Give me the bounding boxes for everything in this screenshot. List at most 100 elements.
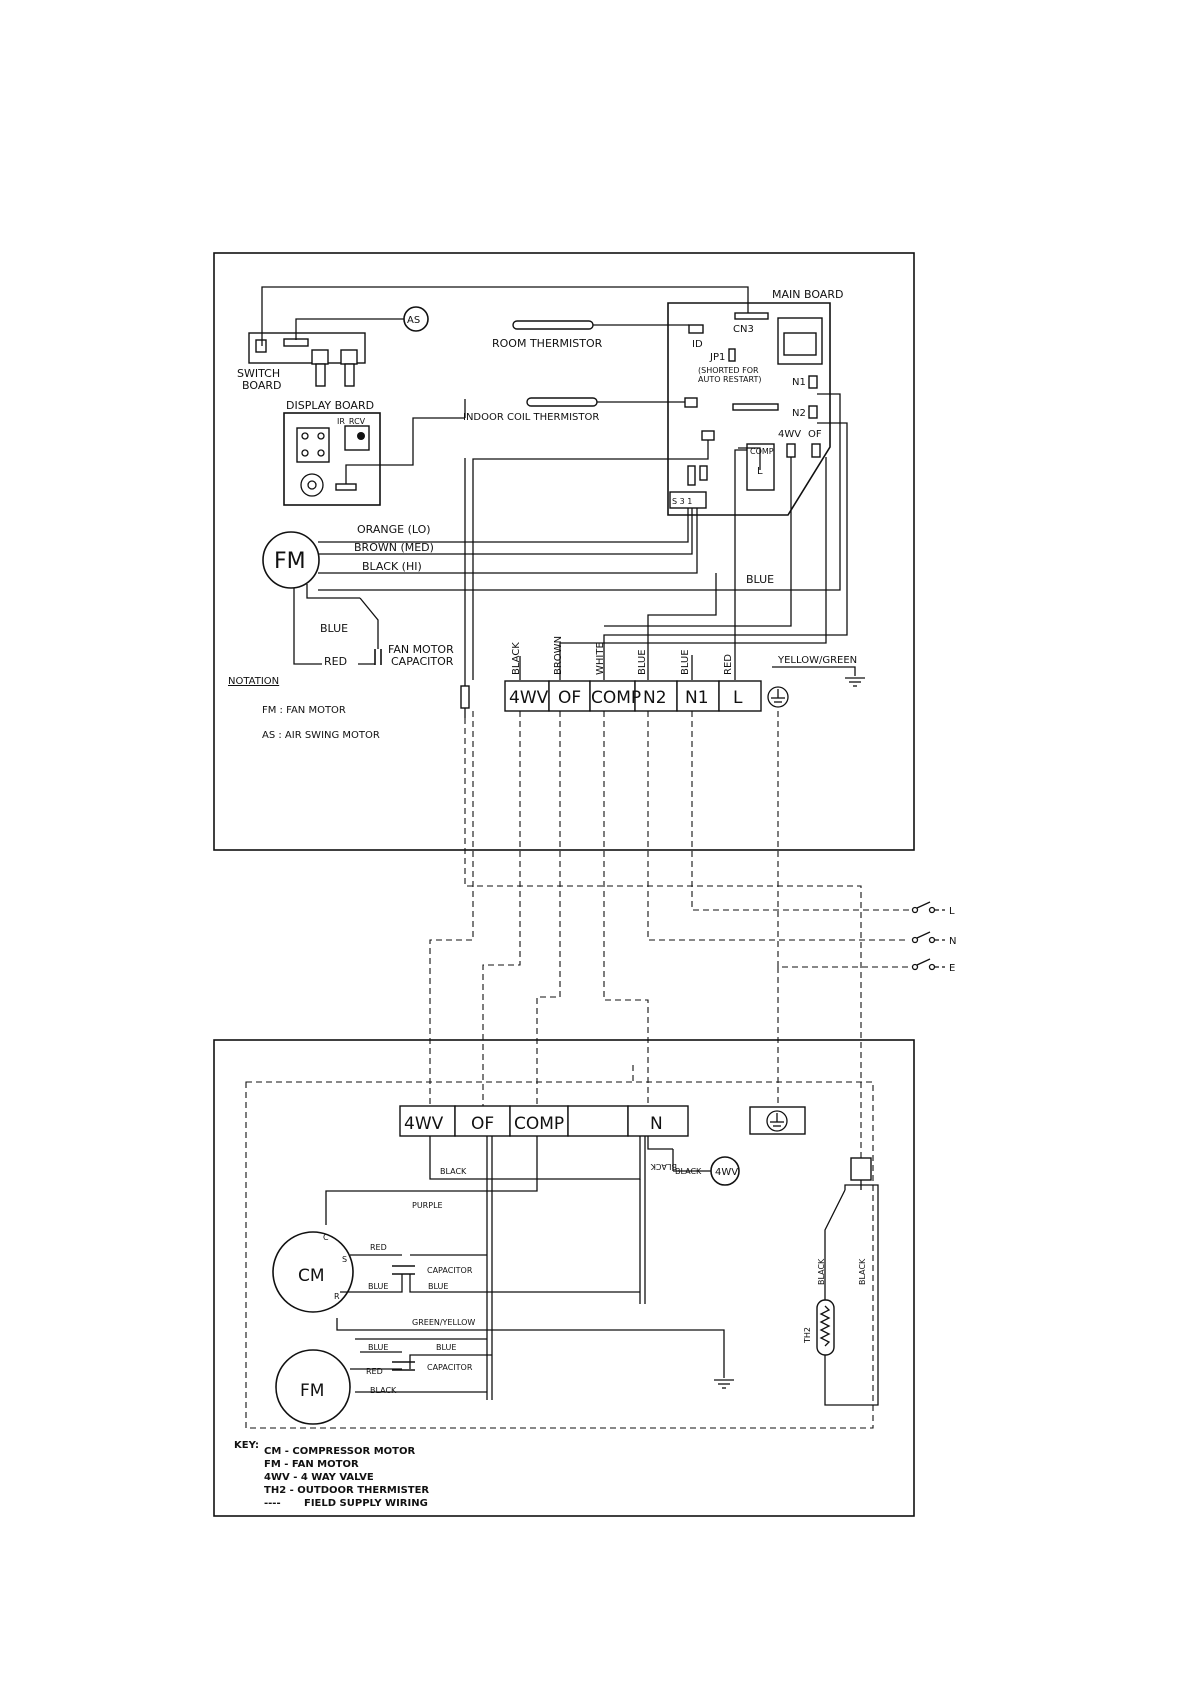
wire-label-black: BLACK	[511, 642, 522, 675]
switch-1	[311, 349, 329, 365]
th2-plug	[850, 1157, 872, 1181]
room-thermistor-label: ROOM THERMISTOR	[492, 337, 603, 350]
outdoor-fan-motor	[275, 1349, 351, 1425]
notation-fm: FM : FAN MOTOR	[262, 705, 346, 716]
n1-connector	[808, 375, 818, 389]
display-buzzer-center	[307, 480, 317, 490]
ir-receiver	[344, 425, 370, 451]
th2-black-label-2: BLACK	[858, 1258, 867, 1285]
cm-capacitor-label: CAPACITOR	[427, 1266, 473, 1275]
wire-label-white: WHITE	[595, 642, 606, 675]
display-board-label: DISPLAY BOARD	[286, 399, 374, 412]
field-supply-wiring	[429, 711, 909, 1158]
outdoor-terminal-4wv: 4WV	[404, 1114, 444, 1134]
four-way-valve-label: 4WV	[715, 1167, 738, 1178]
supply-switches	[911, 901, 945, 971]
main-board	[667, 302, 831, 516]
cm-c: C	[323, 1233, 329, 1242]
as-label: AS	[407, 315, 420, 326]
key-item-4: TH2 - OUTDOOR THERMISTER	[264, 1485, 429, 1496]
th2-element	[819, 1305, 831, 1347]
fm-red-label: RED	[366, 1367, 383, 1376]
black-hi-label: BLACK (HI)	[362, 560, 422, 573]
cm-r: R	[334, 1292, 340, 1301]
th2-label: TH2	[803, 1327, 812, 1344]
jp1-note-1: (SHORTED FOR	[698, 366, 759, 375]
display-buzzer	[300, 473, 324, 497]
outdoor-thermistor-probe	[460, 685, 470, 709]
board-relay-inner	[783, 332, 817, 356]
key-item-2: FM - FAN MOTOR	[264, 1459, 359, 1470]
th2-black-label-1: BLACK	[817, 1258, 826, 1285]
indoor-earth-terminal	[767, 686, 789, 708]
switch-2-base	[344, 363, 355, 387]
wire-label-blue-1: BLUE	[637, 649, 648, 675]
supply-l: L	[949, 906, 955, 917]
cm-label: CM	[298, 1266, 325, 1286]
led-3	[301, 449, 309, 457]
n1-label: N1	[792, 377, 806, 388]
jp1-jumper	[728, 348, 736, 362]
board-part	[701, 430, 715, 441]
of-label: OF	[808, 429, 822, 440]
n2-connector	[808, 405, 818, 419]
switch-1-base	[315, 363, 326, 387]
four-wv-label: 4WV	[778, 429, 801, 440]
board-cap-2	[699, 465, 708, 481]
of-connector	[811, 443, 821, 458]
coil-connector	[684, 397, 698, 408]
compressor-motor	[272, 1231, 354, 1313]
n2-label: N2	[792, 408, 806, 419]
outdoor-inner-frame	[245, 1081, 874, 1429]
fm-blue-label-2: BLUE	[436, 1343, 456, 1352]
room-thermistor	[512, 320, 594, 330]
outdoor-unit-frame	[213, 1039, 915, 1517]
fan-cap-label-2: CAPACITOR	[391, 655, 454, 668]
cn3-connector	[734, 312, 769, 320]
outdoor-terminal-comp: COMP	[514, 1114, 564, 1134]
led-2	[317, 432, 325, 440]
cm-blue-label-2: BLUE	[428, 1282, 448, 1291]
comp-label: COMP	[750, 447, 774, 456]
cn3-label: CN3	[733, 324, 754, 335]
led-1	[301, 432, 309, 440]
jp1-label: JP1	[709, 352, 725, 363]
supply-e: E	[949, 963, 955, 974]
switch-2	[340, 349, 358, 365]
wire-label-red: RED	[723, 654, 734, 675]
indoor-fan-motor	[262, 531, 320, 589]
indoor-fm-label: FM	[274, 549, 306, 574]
wire-label-blue-2: BLUE	[680, 649, 691, 675]
id-connector	[688, 324, 704, 334]
supply-n: N	[949, 936, 956, 947]
blue-fan-label: BLUE	[746, 573, 774, 586]
fm-capacitor-label: CAPACITOR	[427, 1363, 473, 1372]
cm-red-label: RED	[370, 1243, 387, 1252]
terminal-4wv: 4WV	[509, 688, 549, 708]
switch-board-strip	[283, 338, 309, 347]
key-item-1: CM - COMPRESSOR MOTOR	[264, 1446, 415, 1457]
wire-label-brown: BROWN	[553, 636, 564, 675]
yellow-green-label: YELLOW/GREEN	[777, 655, 857, 666]
cap-blue-label: BLUE	[320, 622, 348, 635]
notation-label: NOTATION	[228, 676, 279, 687]
switch-board-conn	[255, 339, 267, 353]
pin-header-label: S 3 1	[672, 497, 692, 506]
ir-rcv-label: IR_RCV	[337, 417, 366, 426]
green-yellow-label: GREEN/YELLOW	[412, 1318, 475, 1327]
id-label: ID	[692, 339, 703, 350]
outdoor-terminal-block	[399, 1105, 689, 1137]
key-label: KEY:	[234, 1440, 259, 1451]
board-strip	[732, 403, 779, 411]
indoor-coil-thermistor	[526, 397, 598, 407]
main-board-label: MAIN BOARD	[772, 288, 843, 301]
outdoor-wiring	[325, 1136, 725, 1400]
fm-blue-label-1: BLUE	[368, 1343, 388, 1352]
orange-lo-label: ORANGE (LO)	[357, 523, 431, 536]
switch-board-label-2: BOARD	[242, 379, 281, 392]
switch-board-label-1: SWITCH	[237, 367, 280, 380]
display-led-block	[296, 427, 330, 463]
key-dash: ----	[264, 1498, 281, 1509]
key-item-5: FIELD SUPPLY WIRING	[304, 1498, 428, 1509]
cap-red-label: RED	[324, 655, 347, 668]
